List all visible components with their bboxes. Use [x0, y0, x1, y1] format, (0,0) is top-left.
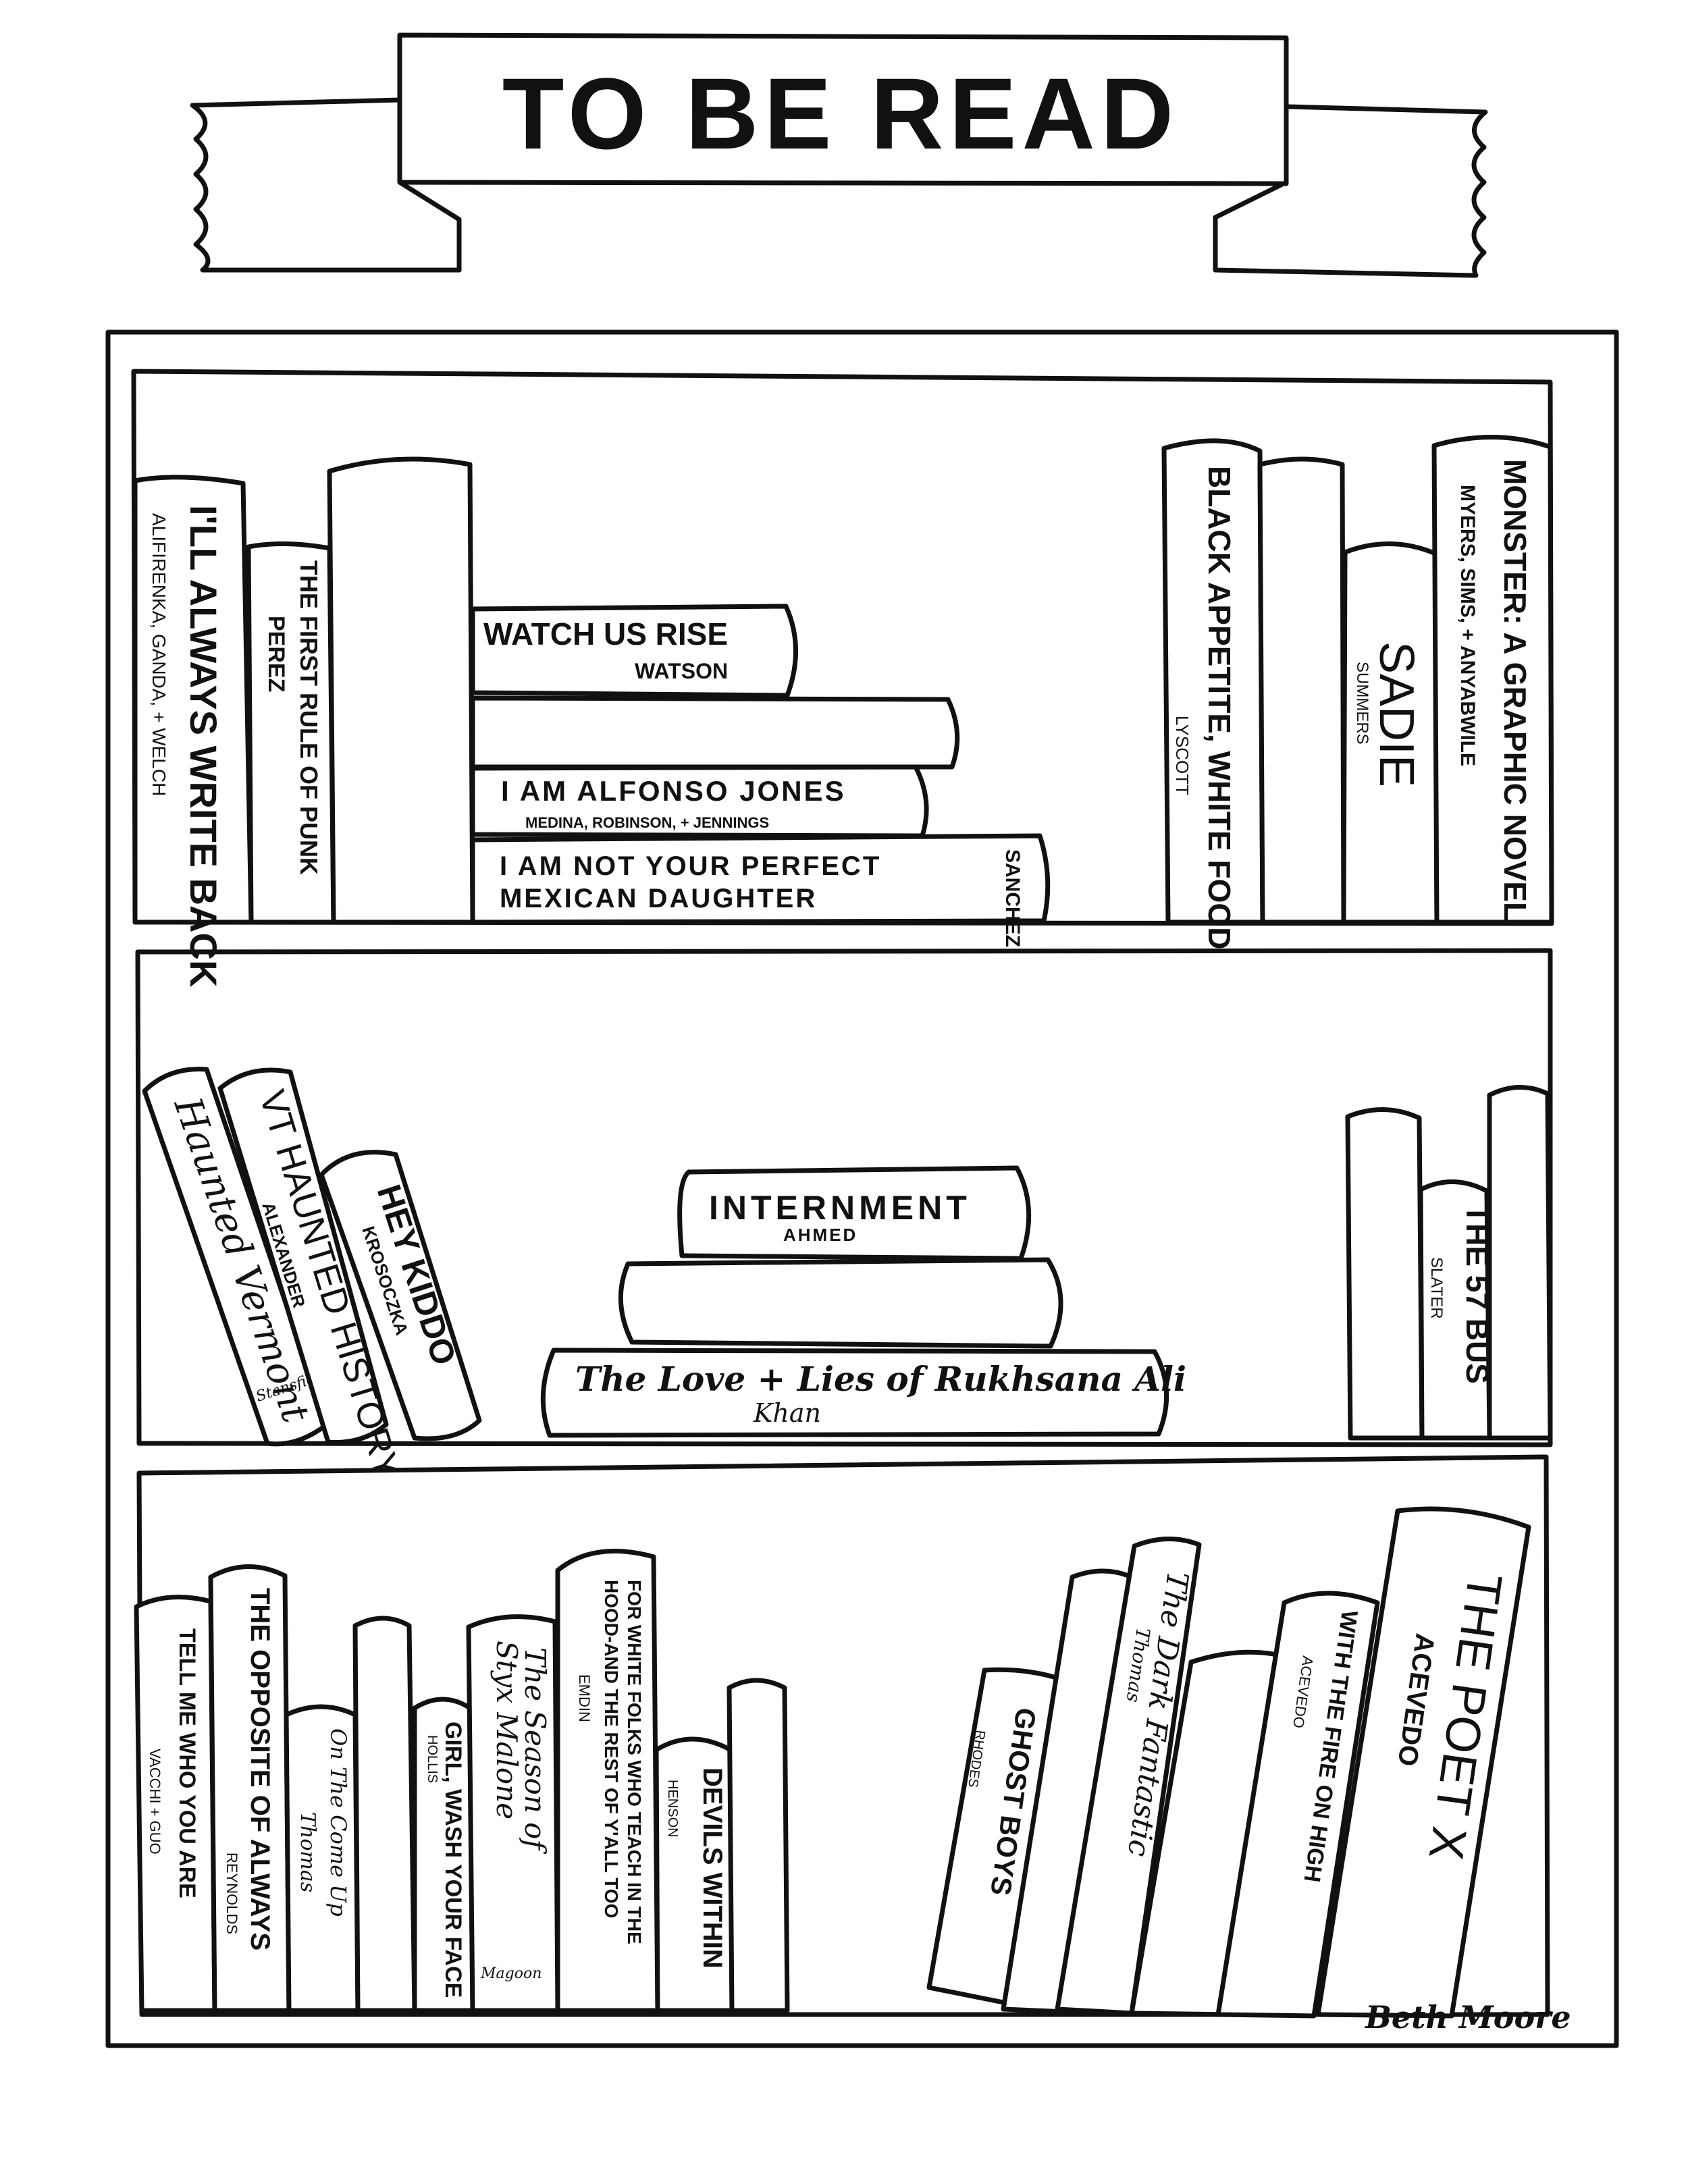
page-title: TO BE READ	[502, 57, 1179, 170]
book-title: FOR WHITE FOLKS WHO TEACH IN THE	[624, 1580, 645, 1944]
book-title: Styx Malone	[490, 1641, 523, 1819]
book-black-appetite-white-food	[1161, 438, 1265, 925]
book-vt-haunted-history	[217, 1067, 389, 1445]
book-author: EMDIN	[576, 1674, 593, 1722]
book-blank-middle-stack	[618, 1257, 1063, 1349]
book-title: I'LL ALWAYS WRITE BACK	[182, 505, 225, 987]
title-banner: TO BE READ	[190, 32, 1488, 278]
book-title: SADIE	[1369, 641, 1423, 787]
book-title: The Season of	[519, 1647, 552, 1854]
book-the-love-and-lies-of-rukhsana-ali	[540, 1348, 1169, 1438]
book-with-the-fire-on-high	[1215, 1591, 1380, 2019]
book-title: On The Come Up	[325, 1728, 351, 1917]
book-internment	[677, 1165, 1032, 1261]
shelf-middle-compartment	[135, 948, 1553, 1447]
book-title: The Love + Lies of Rukhsana Ali	[575, 1359, 1186, 1399]
bookcase-outer-frame	[105, 329, 1619, 2048]
book-the-opposite-of-always	[208, 1564, 292, 2013]
banner-left-tail	[190, 97, 462, 273]
book-author: Magoon	[480, 1965, 542, 1982]
book-monster-a-graphic-novel	[1431, 435, 1554, 925]
book-author: REYNOLDS	[223, 1853, 240, 1934]
book-title: I AM NOT YOUR PERFECT	[500, 851, 881, 881]
book-hey-kiddo	[319, 1150, 482, 1441]
book-author: AHMED	[783, 1225, 858, 1245]
book-blank-bottom-mid	[727, 1678, 790, 2013]
book-title: TELL ME WHO YOU ARE	[174, 1628, 200, 1898]
book-blank-middle-right	[1345, 1107, 1425, 1441]
book-author: SANCHEZ	[1001, 849, 1024, 947]
book-i-am-not-your-perfect-mexican-daughter	[470, 833, 1051, 925]
book-blank-right-1	[1257, 456, 1346, 925]
book-author: SLATER	[1427, 1257, 1446, 1319]
book-author: LYSCOTT	[1172, 716, 1192, 795]
book-author: ALIFIRENKA, GANDA, + WELCH	[149, 513, 169, 796]
top-shelf-books: I'LL ALWAYS WRITE BACK ALIFIRENKA, GANDA…	[132, 435, 1554, 987]
book-author: Khan	[753, 1398, 821, 1428]
book-author: HOLLIS	[425, 1735, 440, 1783]
book-author: MEDINA, ROBINSON, + JENNINGS	[525, 814, 769, 831]
book-author: VACCHI + GUO	[147, 1749, 163, 1855]
banner-right-tail	[1213, 104, 1488, 278]
banner-main	[397, 32, 1289, 186]
book-author: SUMMERS	[1353, 662, 1371, 745]
book-title: WATCH US RISE	[483, 616, 728, 651]
book-author: WATSON	[635, 659, 728, 683]
middle-shelf-books: Haunted Vermont Stansfield VT HAUNTED HI…	[142, 1067, 1553, 1483]
book-i-am-alfonso-jones	[470, 764, 929, 838]
book-author: Thomas	[296, 1812, 319, 1892]
book-blank-middle-far-right	[1487, 1085, 1553, 1441]
book-title: BLACK APPETITE, WHITE FOOD	[1202, 466, 1237, 949]
book-title: DEVILS WITHIN	[697, 1767, 727, 1969]
book-title: THE OPPOSITE OF ALWAYS	[245, 1588, 275, 1950]
book-title: I AM ALFONSO JONES	[501, 775, 846, 807]
book-title: GIRL, WASH YOUR FACE	[440, 1722, 466, 1998]
book-blank-stacked	[470, 695, 960, 770]
book-watch-us-rise	[470, 604, 798, 698]
banner-right-fold	[1213, 180, 1289, 273]
book-title: INTERNMENT	[709, 1189, 971, 1227]
book-for-white-folks-who-teach-in-the-hood	[555, 1549, 660, 2013]
book-the-season-of-styx-malone	[466, 1614, 560, 2013]
book-ill-always-write-back	[132, 475, 254, 925]
book-author: MYERS, SIMS, + ANYABWILE	[1456, 485, 1479, 766]
banner-left-fold	[397, 180, 462, 273]
book-author: HENSON	[665, 1780, 680, 1838]
book-blank-tall	[327, 456, 475, 925]
book-author: PEREZ	[263, 616, 289, 692]
book-title: THE FIRST RULE OF PUNK	[295, 560, 323, 875]
book-title: MONSTER: A GRAPHIC NOVEL	[1498, 459, 1533, 921]
book-the-57-bus	[1418, 1179, 1492, 1441]
book-title: HOOD-AND THE REST OF Y'ALL TOO	[601, 1580, 622, 1918]
book-blank-bottom-narrow	[352, 1616, 417, 2013]
artist-signature: Beth Moore	[1364, 1999, 1571, 2035]
bottom-shelf-books: TELL ME WHO YOU ARE VACCHI + GUO THE OPP…	[134, 1506, 1531, 2019]
book-the-dark-fantastic	[1055, 1536, 1202, 2016]
book-title: MEXICAN DAUGHTER	[500, 884, 817, 913]
book-the-poet-x	[1315, 1506, 1531, 2019]
